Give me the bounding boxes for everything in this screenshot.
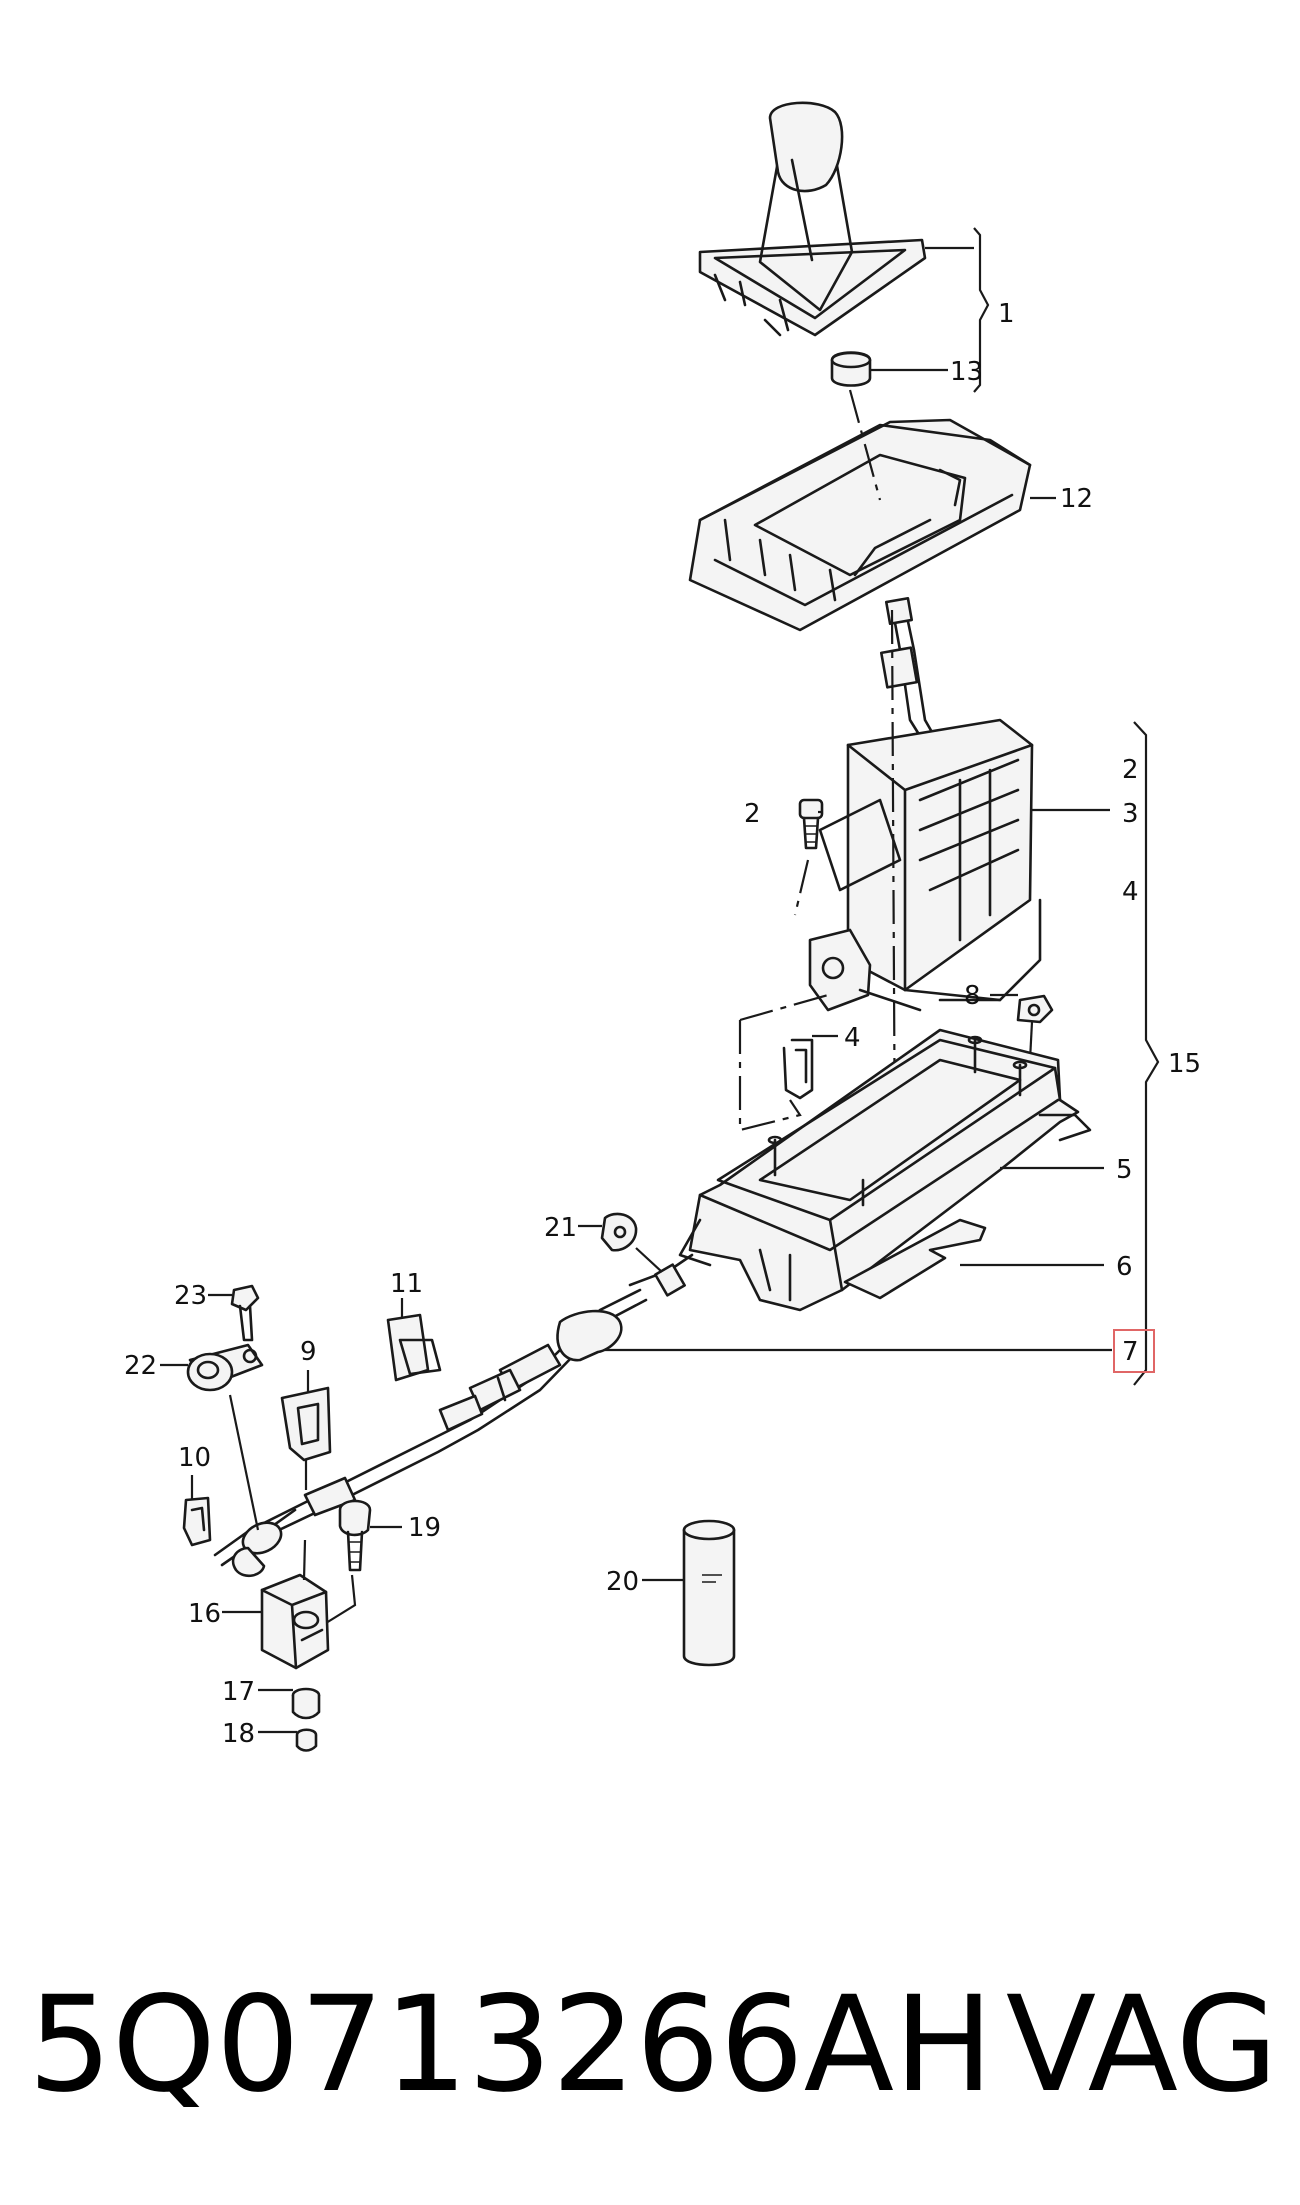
grommet-17 — [291, 1687, 321, 1720]
bolt-19 — [338, 1499, 372, 1572]
callout-18: 18 — [222, 1719, 255, 1749]
insulating-pad-6 — [843, 1218, 987, 1300]
callout-22: 22 — [124, 1351, 157, 1381]
callout-23: 23 — [174, 1281, 207, 1311]
gear-selector-mechanism — [808, 596, 1042, 1012]
callout-6: 6 — [1116, 1252, 1133, 1282]
callout-12: 12 — [1060, 484, 1093, 514]
callout-17: 17 — [222, 1677, 255, 1707]
callout-15: 15 — [1168, 1049, 1201, 1079]
clip-11 — [386, 1313, 442, 1382]
selector-base-housing — [678, 1028, 1092, 1312]
callout-2b: 2 — [744, 799, 761, 829]
screw-2 — [798, 798, 824, 850]
highlighted-callout-box — [1113, 1329, 1155, 1373]
callout-13: 13 — [950, 357, 983, 387]
alignment-line — [793, 859, 810, 916]
grease-tube-20 — [682, 1519, 736, 1667]
alignment-line — [228, 1394, 260, 1531]
part-number-caption: 5Q0713266AH VAG — [28, 1960, 1278, 2130]
alignment-line — [317, 1574, 357, 1629]
callout-21: 21 — [544, 1213, 577, 1243]
callout-labels: 1 13 12 2 3 4 2 8 4 15 5 6 7 21 23 11 22… — [124, 299, 1201, 1749]
callout-3: 3 — [1122, 799, 1139, 829]
part-number: 5Q0713266AH — [28, 1968, 994, 2122]
alignment-line — [848, 389, 882, 501]
rod-end-22 — [186, 1343, 264, 1392]
bolt-18 — [295, 1728, 318, 1752]
gear-knob-boot — [698, 101, 927, 337]
bolt-23 — [230, 1284, 260, 1342]
callout-9: 9 — [300, 1337, 317, 1367]
leader-lines — [160, 227, 1160, 1734]
clip-21 — [600, 1212, 638, 1252]
callout-8: 8 — [964, 981, 981, 1011]
selector-cable — [213, 1253, 694, 1578]
nut-8 — [1016, 994, 1054, 1024]
callout-10: 10 — [178, 1443, 211, 1473]
callout-4b: 4 — [844, 1023, 861, 1053]
alignment-line — [302, 1539, 307, 1581]
clip-10 — [182, 1496, 212, 1547]
callout-5: 5 — [1116, 1155, 1133, 1185]
retaining-clip-9 — [280, 1386, 332, 1462]
callout-16: 16 — [188, 1599, 221, 1629]
callout-20: 20 — [606, 1567, 639, 1597]
alignment-line — [738, 993, 829, 1132]
clip-4 — [782, 1038, 814, 1100]
callout-4: 4 — [1122, 877, 1139, 907]
callout-11: 11 — [390, 1269, 423, 1299]
callout-19: 19 — [408, 1513, 441, 1543]
brand-name: VAG — [1005, 1968, 1278, 2122]
bracket-16 — [260, 1573, 330, 1670]
callout-2: 2 — [1122, 755, 1139, 785]
boot-ring — [830, 351, 872, 387]
console-trim-frame — [688, 418, 1032, 632]
callout-7: 7 — [1122, 1337, 1139, 1367]
callout-1: 1 — [998, 299, 1015, 329]
